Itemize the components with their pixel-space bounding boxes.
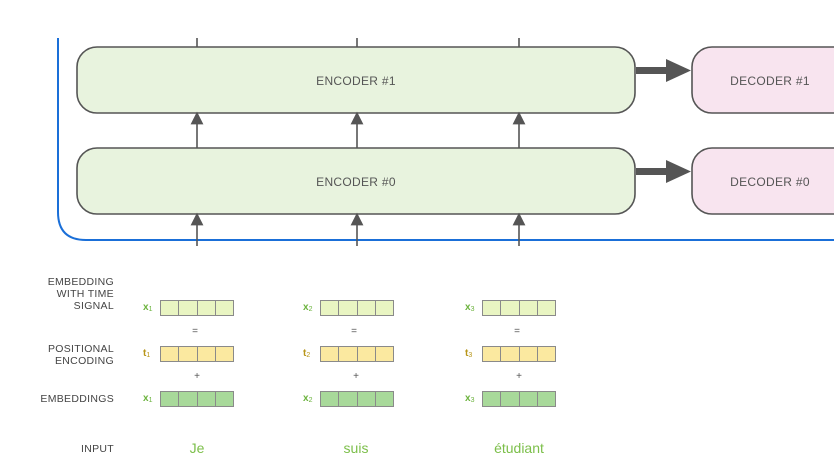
vector-cell bbox=[501, 392, 520, 406]
vector-cell bbox=[483, 301, 502, 315]
time-signal-label-line: WITH TIME bbox=[56, 288, 114, 300]
time-signal-vector bbox=[160, 300, 234, 316]
positional-label-line: POSITIONAL bbox=[47, 343, 114, 355]
decoder-1-label: DECODER #1 bbox=[730, 74, 810, 88]
encoder-0-label: ENCODER #0 bbox=[316, 175, 396, 189]
vector-cell bbox=[198, 347, 216, 361]
equals-operator: = bbox=[192, 326, 198, 337]
time-signal-row-label: EMBEDDING WITH TIME SIGNAL bbox=[4, 276, 114, 312]
vector-cell bbox=[483, 392, 502, 406]
vector-cell bbox=[339, 301, 358, 315]
encoder-1-to-decoder-arrow bbox=[636, 59, 691, 82]
decoder-1-box bbox=[691, 46, 834, 114]
vector-cell bbox=[376, 347, 393, 361]
vector-cell bbox=[198, 392, 216, 406]
positional-vector-label: t2 bbox=[303, 348, 311, 359]
vector-cell bbox=[376, 392, 393, 406]
embedding-vector bbox=[160, 391, 234, 407]
vector-cell bbox=[216, 392, 233, 406]
input-word: Je bbox=[189, 440, 205, 456]
vector-cell bbox=[321, 347, 340, 361]
vector-cell bbox=[321, 301, 340, 315]
input-word: suis bbox=[343, 440, 369, 456]
vector-cell bbox=[358, 347, 376, 361]
time-signal-vector bbox=[482, 300, 556, 316]
positional-vector-label: t1 bbox=[143, 348, 151, 359]
embedding-vector bbox=[482, 391, 556, 407]
vector-cell bbox=[538, 301, 555, 315]
input-row-label: INPUT bbox=[81, 443, 114, 455]
embedding-vector-label: x3 bbox=[465, 393, 475, 404]
time-signal-vector bbox=[320, 300, 394, 316]
encoder-1-label: ENCODER #1 bbox=[316, 74, 396, 88]
embeddings-row-label: EMBEDDINGS bbox=[40, 393, 114, 405]
vector-cell bbox=[501, 347, 520, 361]
embedding-vector-label: x1 bbox=[143, 393, 153, 404]
positional-label-line: ENCODING bbox=[55, 355, 114, 367]
positional-row-label: POSITIONAL ENCODING bbox=[4, 343, 114, 367]
time-signal-label-line: EMBEDDING bbox=[47, 276, 114, 288]
encoder-0-to-decoder-arrow bbox=[636, 160, 691, 183]
time-signal-vector-label: x2 bbox=[303, 302, 313, 313]
vector-cell bbox=[161, 347, 180, 361]
positional-vector bbox=[160, 346, 234, 362]
vector-cell bbox=[339, 392, 358, 406]
vector-cell bbox=[339, 347, 358, 361]
positional-vector bbox=[320, 346, 394, 362]
time-signal-vector-label: x1 bbox=[143, 302, 153, 313]
vector-cell bbox=[321, 392, 340, 406]
vector-cell bbox=[161, 392, 180, 406]
time-signal-label-line: SIGNAL bbox=[73, 300, 114, 312]
vector-cell bbox=[216, 301, 233, 315]
plus-operator: + bbox=[194, 371, 200, 382]
vector-cell bbox=[538, 347, 555, 361]
vector-cell bbox=[216, 347, 233, 361]
plus-operator: + bbox=[516, 371, 522, 382]
embedding-vector-label: x2 bbox=[303, 393, 313, 404]
input-word: étudiant bbox=[494, 440, 544, 456]
vector-cell bbox=[483, 347, 502, 361]
encoder-stack-frame bbox=[57, 38, 834, 241]
vector-cell bbox=[358, 301, 376, 315]
vector-cell bbox=[179, 392, 198, 406]
vector-cell bbox=[179, 347, 198, 361]
equals-operator: = bbox=[351, 326, 357, 337]
decoder-0-label: DECODER #0 bbox=[730, 175, 810, 189]
vector-cell bbox=[179, 301, 198, 315]
vector-cell bbox=[501, 301, 520, 315]
vector-cell bbox=[520, 392, 538, 406]
embedding-vector bbox=[320, 391, 394, 407]
vector-cell bbox=[161, 301, 180, 315]
vector-cell bbox=[538, 392, 555, 406]
plus-operator: + bbox=[353, 371, 359, 382]
vector-cell bbox=[376, 301, 393, 315]
positional-vector-label: t3 bbox=[465, 348, 473, 359]
vector-cell bbox=[358, 392, 376, 406]
vector-cell bbox=[198, 301, 216, 315]
positional-vector bbox=[482, 346, 556, 362]
decoder-0-box bbox=[691, 147, 834, 215]
vector-cell bbox=[520, 347, 538, 361]
time-signal-vector-label: x3 bbox=[465, 302, 475, 313]
equals-operator: = bbox=[514, 326, 520, 337]
vector-cell bbox=[520, 301, 538, 315]
